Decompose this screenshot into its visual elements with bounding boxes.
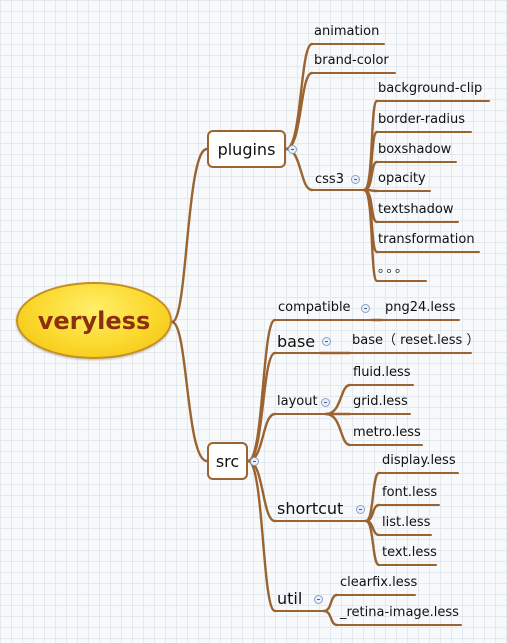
- node-shortcut[interactable]: shortcut: [277, 499, 344, 518]
- node-base-reset-less[interactable]: base（ reset.less ）: [352, 333, 480, 348]
- node-clearfix-less[interactable]: clearfix.less: [340, 575, 418, 590]
- node-background-clip[interactable]: background-clip: [378, 81, 483, 96]
- node-fluid-less[interactable]: fluid.less: [353, 365, 411, 380]
- node-brand-color[interactable]: brand-color: [314, 53, 389, 68]
- node-layout[interactable]: layout: [277, 394, 318, 409]
- collapse-toggle-css3[interactable]: [351, 175, 360, 184]
- node-boxshadow[interactable]: boxshadow: [378, 142, 452, 157]
- collapse-toggle-base[interactable]: [322, 337, 331, 346]
- node-plugins-label: plugins: [217, 139, 276, 159]
- node-util[interactable]: util: [277, 589, 303, 608]
- node-grid-less[interactable]: grid.less: [353, 394, 408, 409]
- node-textshadow[interactable]: textshadow: [378, 202, 454, 217]
- node-base[interactable]: base: [277, 332, 316, 351]
- node-list-less[interactable]: list.less: [382, 515, 431, 530]
- node-font-less[interactable]: font.less: [382, 485, 438, 500]
- node-src-label: src: [215, 451, 240, 471]
- node-display-less[interactable]: display.less: [382, 453, 456, 468]
- node-animation[interactable]: animation: [314, 24, 380, 39]
- collapse-toggle-plugins[interactable]: [288, 145, 297, 154]
- collapse-toggle-src[interactable]: [250, 457, 259, 466]
- node-text-less[interactable]: text.less: [382, 545, 437, 560]
- node-png24-less[interactable]: png24.less: [385, 300, 456, 315]
- node-opacity[interactable]: opacity: [378, 171, 426, 186]
- node-plugins[interactable]: plugins: [207, 130, 286, 168]
- node-ellipsis[interactable]: 。。。: [378, 261, 411, 276]
- collapse-toggle-util[interactable]: [314, 595, 323, 604]
- node-border-radius[interactable]: border-radius: [378, 112, 465, 127]
- node-retina-image-less[interactable]: _retina-image.less: [340, 605, 459, 620]
- node-metro-less[interactable]: metro.less: [353, 425, 421, 440]
- collapse-toggle-compatible[interactable]: [361, 304, 370, 313]
- node-src[interactable]: src: [207, 442, 248, 480]
- root-node-label: veryless: [37, 306, 151, 335]
- root-node[interactable]: veryless: [16, 282, 172, 359]
- node-compatible[interactable]: compatible: [278, 300, 351, 315]
- node-css3[interactable]: css3: [315, 172, 344, 187]
- collapse-toggle-shortcut[interactable]: [356, 505, 365, 514]
- collapse-toggle-layout[interactable]: [321, 398, 330, 407]
- node-transformation[interactable]: transformation: [378, 232, 475, 247]
